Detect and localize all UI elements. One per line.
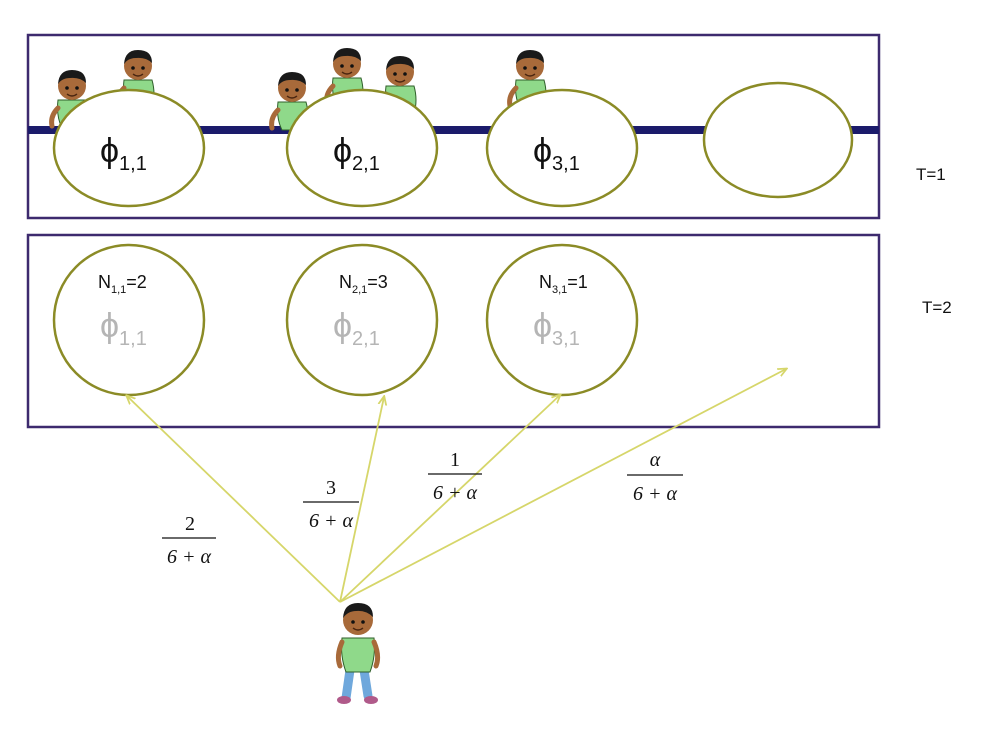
time-label-t2: T=2 [922, 298, 952, 317]
arrow-to-table-3 [339, 395, 560, 603]
fraction-denominator: 6 + α [309, 510, 353, 532]
bottom-panel: N1,1=2 N2,1=3 N3,1=1 ϕ1,1 ϕ2,1 ϕ3,1 T=2 [26, 233, 952, 429]
fraction-denominator: 6 + α [167, 546, 211, 568]
fraction-denominator: 6 + α [633, 483, 677, 505]
time-label-t1: T=1 [916, 165, 946, 184]
table-1 [52, 88, 206, 208]
fraction-numerator: α [650, 449, 661, 471]
table-3-label: ϕ3,1 [533, 132, 580, 175]
table-2-label: ϕ2,1 [333, 132, 380, 175]
bottom-panel-frame [26, 233, 881, 429]
table-4-empty [702, 81, 854, 199]
table-1 [52, 243, 206, 397]
table-2 [285, 243, 439, 397]
probability-fraction-3: 1 6 + α [428, 449, 482, 504]
table-2-count: N2,1=3 [339, 272, 388, 296]
table-1-label: ϕ1,1 [100, 307, 147, 350]
table-3 [485, 243, 639, 397]
fraction-denominator: 6 + α [433, 482, 477, 504]
fraction-numerator: 3 [326, 477, 336, 499]
arrow-to-table-2 [339, 397, 384, 603]
probability-arrows [127, 369, 786, 603]
arrow-to-table-1 [127, 396, 341, 603]
fraction-numerator: 2 [185, 513, 195, 535]
table-1-label: ϕ1,1 [100, 132, 147, 175]
table-3-count: N3,1=1 [539, 272, 588, 296]
table-2 [285, 88, 439, 208]
fraction-numerator: 1 [450, 449, 460, 471]
table-1-count: N1,1=2 [98, 272, 147, 296]
probability-fraction-1: 2 6 + α [162, 513, 216, 568]
table-3 [485, 88, 639, 208]
top-panel: ϕ1,1 ϕ2,1 ϕ3,1 T=1 [26, 33, 946, 220]
arrow-to-new-table [339, 369, 786, 603]
table-3-label: ϕ3,1 [533, 307, 580, 350]
person-icon [335, 603, 381, 704]
probability-fraction-2: 3 6 + α [303, 477, 359, 532]
table-2-label: ϕ2,1 [333, 307, 380, 350]
probability-fraction-4: α 6 + α [627, 449, 683, 505]
